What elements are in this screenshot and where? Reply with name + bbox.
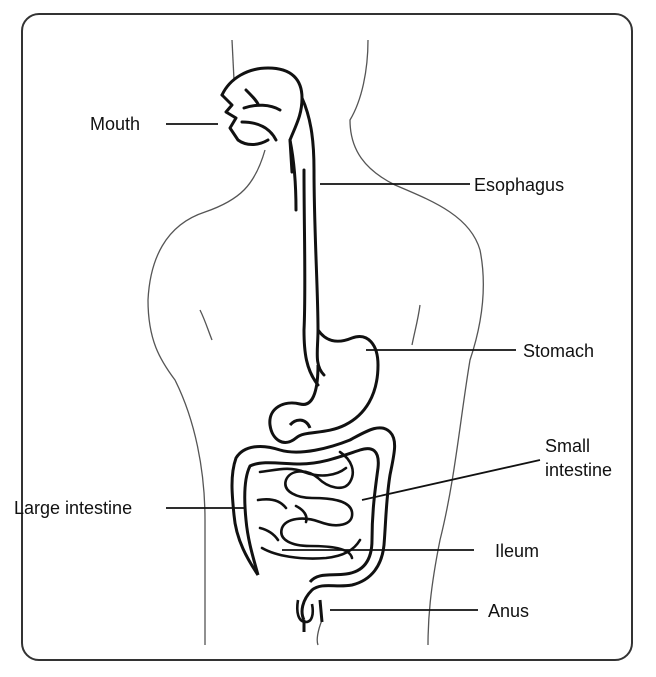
label-large-intestine: Large intestine: [14, 498, 133, 518]
mouth-pharynx: [220, 66, 304, 174]
label-small-intestine-line1: Small: [545, 436, 591, 456]
label-esophagus: Esophagus: [474, 175, 565, 195]
label-anus: Anus: [488, 601, 530, 621]
small-intestine-leader-line: [361, 459, 541, 501]
leader-lines: [166, 123, 541, 611]
small-intestine: [256, 450, 362, 560]
label-stomach: Stomach: [523, 341, 595, 361]
label-mouth: Mouth: [90, 114, 141, 134]
stomach: [268, 329, 380, 444]
esophagus: [288, 96, 326, 387]
label-small-intestine-line2: intestine: [545, 460, 613, 480]
body-outline: [147, 39, 484, 646]
label-ileum: Ileum: [495, 541, 540, 561]
anus: [295, 599, 315, 624]
large-intestine: [230, 426, 397, 632]
